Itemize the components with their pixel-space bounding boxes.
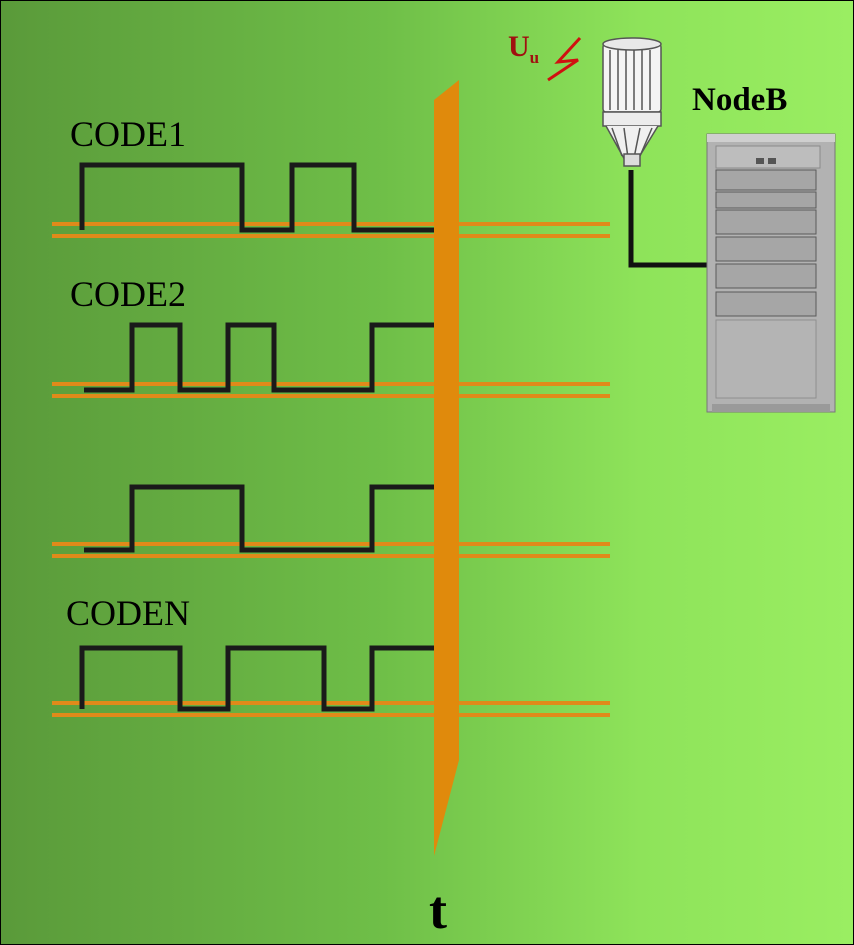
rail-row-1 <box>52 222 610 238</box>
rail-row-3 <box>52 542 610 558</box>
uu-sub-text: u <box>529 48 540 67</box>
antenna-icon <box>602 37 662 167</box>
nodeb-label: NodeB <box>692 82 788 118</box>
uu-interface-label: Uu <box>508 30 539 68</box>
time-axis-label: t <box>429 880 447 940</box>
rail-row-4 <box>52 701 610 717</box>
coden-signal <box>79 645 434 712</box>
code1-label: CODE1 <box>70 114 186 154</box>
time-bar <box>434 80 459 856</box>
connection-cable <box>628 170 712 268</box>
code2-signal <box>84 322 434 393</box>
rail-row-2 <box>52 382 610 398</box>
code3-signal <box>84 484 434 553</box>
code2-label: CODE2 <box>70 274 186 314</box>
coden-label: CODEN <box>66 593 190 633</box>
code1-signal <box>79 162 434 233</box>
uu-main-text: U <box>508 30 530 63</box>
lightning-icon <box>547 36 582 82</box>
server-icon <box>706 133 836 413</box>
